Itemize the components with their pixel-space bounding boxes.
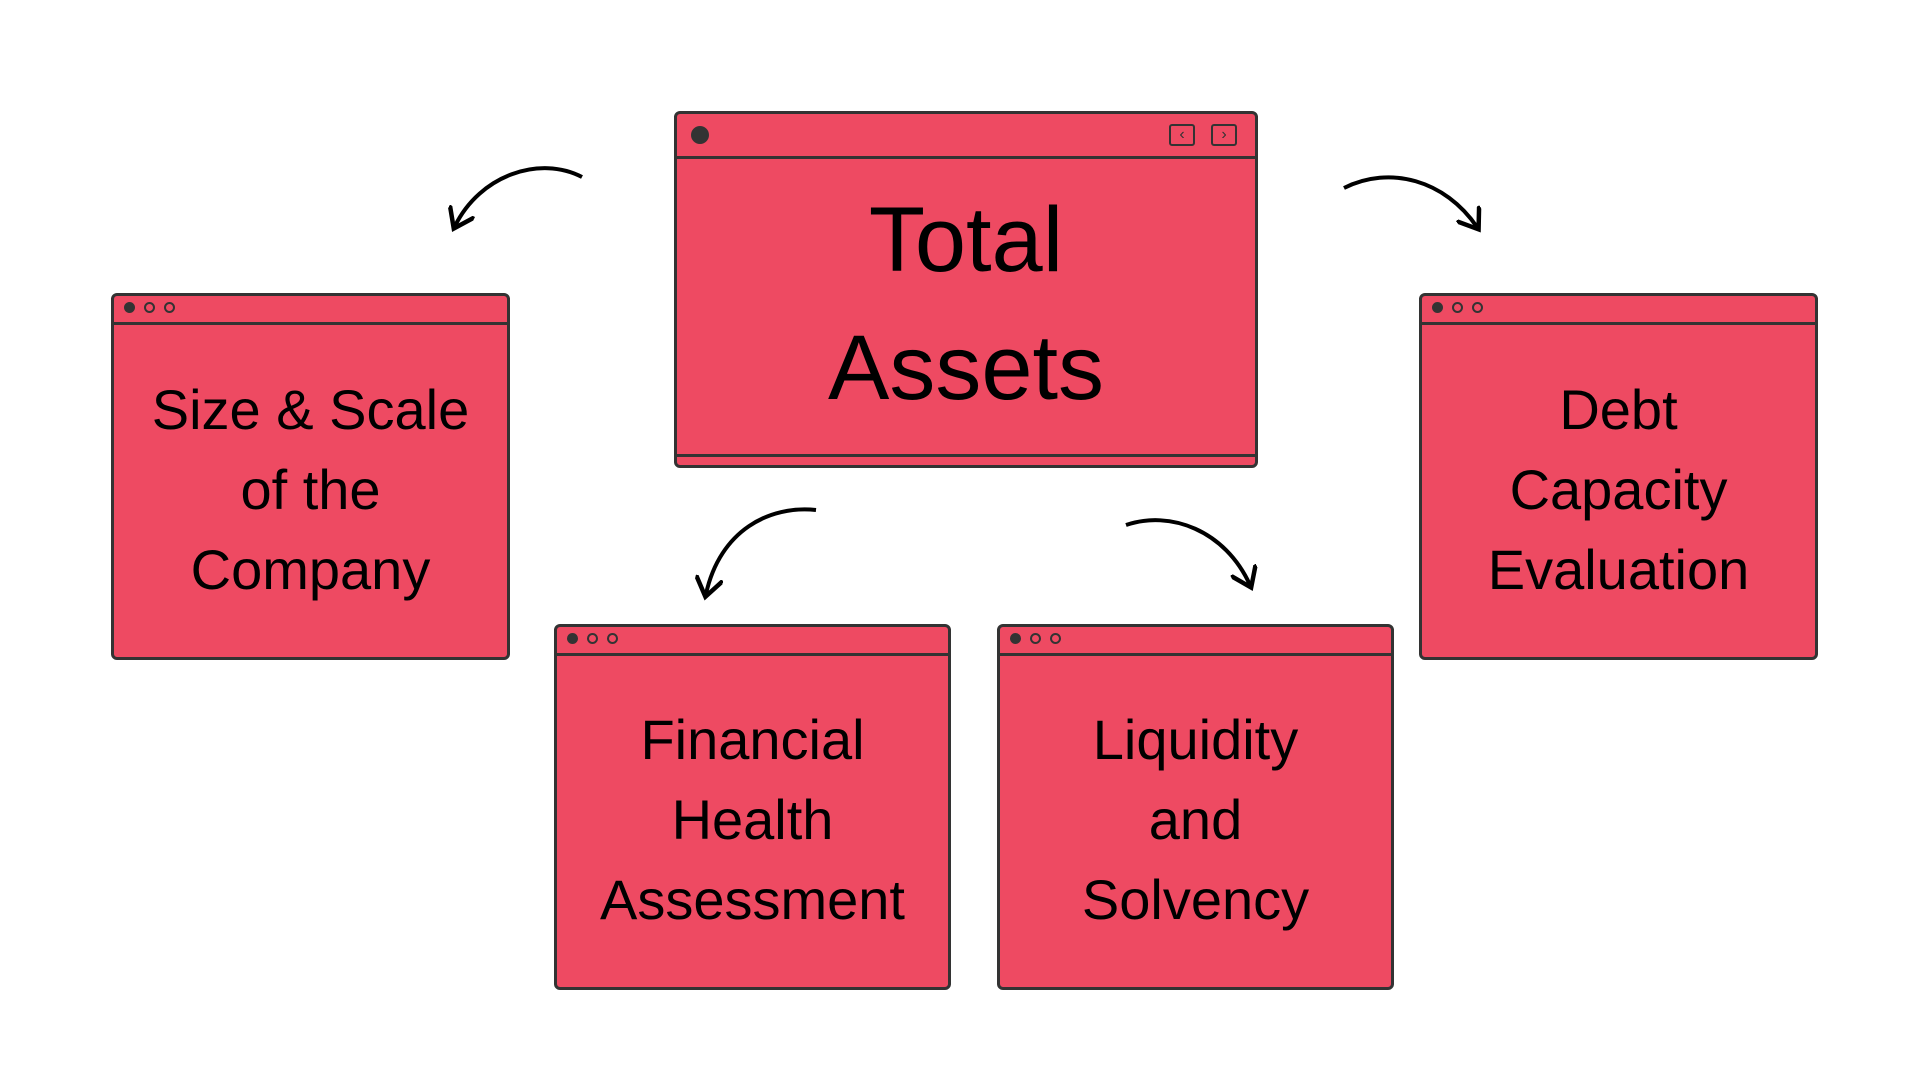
title-bar [1422,296,1815,325]
node-line: Evaluation [1487,537,1750,601]
window-dot-icon [124,302,135,313]
node-line: Size & Scale [151,377,470,441]
title-bar: ‹ › [677,114,1255,159]
node-line: Financial [640,708,865,771]
window-dot-icon [144,302,155,313]
window-dot-icon [1472,302,1483,313]
arrow-to-financial-health [706,507,817,594]
window-dot-icon [164,302,175,313]
chevron-left-icon: ‹ [1169,124,1195,146]
node-line: Health [671,788,834,851]
node-line: Assessment [600,868,905,931]
chevron-right-icon: › [1211,124,1237,146]
window-dot-icon [567,633,578,644]
node-line: Company [190,537,431,601]
title-bar [557,627,948,656]
window-dot-icon [1432,302,1443,313]
window-dot-icon [1030,633,1041,644]
node-debt-capacity: Debt Capacity Evaluation [1419,293,1818,660]
title-bar [1000,627,1391,656]
arrow-to-liquidity-solvency [1125,518,1250,585]
node-line: Solvency [1081,868,1310,931]
footer-line [677,454,1255,457]
node-text: Size & Scale of the Company [114,322,507,657]
title-bar [114,296,507,325]
node-text: Financial Health Assessment [557,653,948,987]
center-line: Assets [827,316,1105,419]
window-dot-icon [587,633,598,644]
node-text: Liquidity and Solvency [1000,653,1391,987]
node-size-scale: Size & Scale of the Company [111,293,510,660]
node-line: Capacity [1509,457,1728,521]
node-line: and [1148,788,1243,851]
arrow-to-size-scale [455,166,583,226]
arrow-to-debt-capacity [1343,175,1477,227]
window-dot-icon [1010,633,1021,644]
center-line: Total [868,188,1064,291]
total-assets-window: ‹ › Total Assets [674,111,1258,468]
window-dot-icon [1452,302,1463,313]
node-line: Liquidity [1092,708,1299,771]
window-dot-icon [691,126,709,144]
node-line: of the [240,457,381,521]
node-text: Debt Capacity Evaluation [1422,322,1815,657]
window-dot-icon [607,633,618,644]
node-line: Debt [1559,377,1678,441]
node-liquidity-solvency: Liquidity and Solvency [997,624,1394,990]
center-title: Total Assets [677,156,1255,451]
node-financial-health: Financial Health Assessment [554,624,951,990]
window-dot-icon [1050,633,1061,644]
